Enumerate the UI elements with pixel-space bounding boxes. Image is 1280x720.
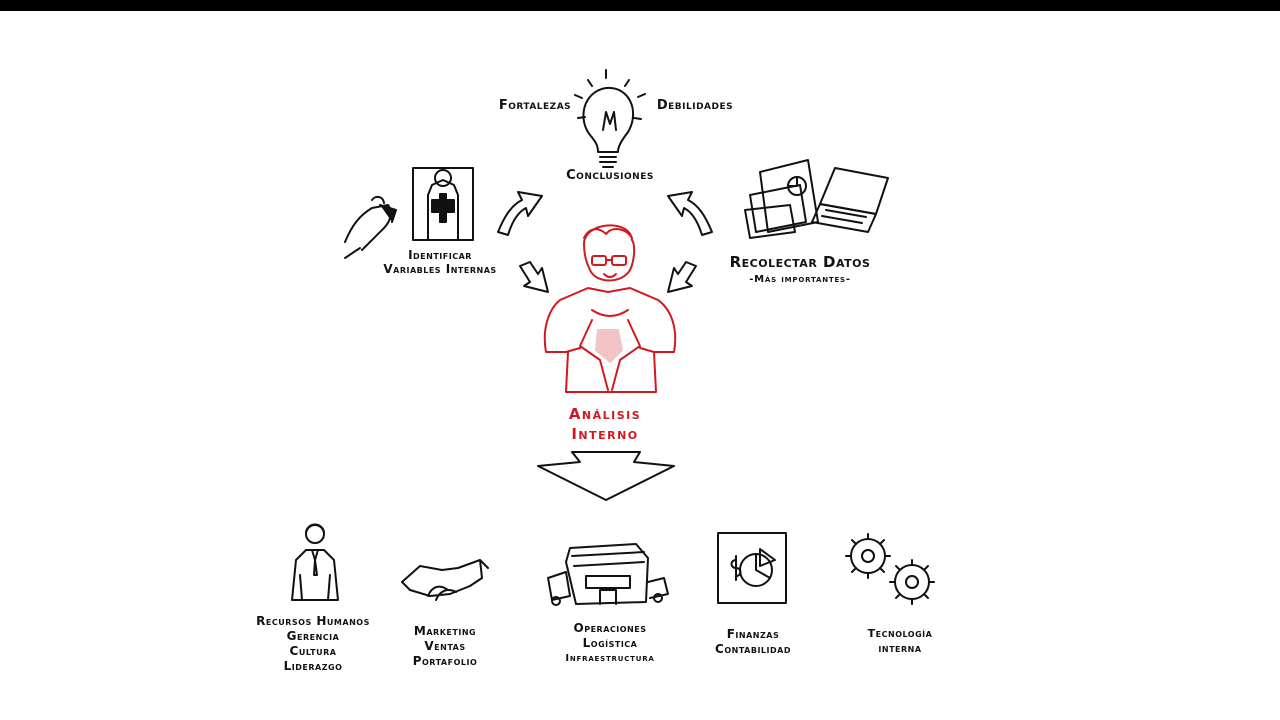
identify-line-2: Variables Internas	[383, 262, 497, 276]
category-technology: Tecnología interna	[845, 626, 955, 656]
collect-data-line-1: Recolectar Datos	[729, 253, 871, 271]
superhero-analyst-icon	[543, 224, 677, 393]
category-hr-line: Cultura	[289, 644, 337, 658]
category-marketing-line: Portafolio	[412, 654, 478, 668]
category-hr: Recursos Humanos Gerencia Cultura Lidera…	[240, 614, 386, 674]
finance-chart-icon	[717, 532, 787, 604]
category-technology-line: Tecnología	[867, 627, 933, 640]
category-hr-line: Gerencia	[286, 629, 340, 643]
lightbulb-icon	[574, 69, 646, 168]
strengths-label: Fortalezas	[498, 98, 572, 113]
category-finance-line: Finanzas	[726, 627, 780, 641]
category-operations-line: Logística	[582, 636, 638, 650]
category-marketing-line: Marketing	[413, 624, 477, 638]
gears-icon	[845, 533, 935, 605]
internal-analysis-line-2: Interno	[571, 425, 639, 443]
collect-data-label: Recolectar Datos -Más importantes-	[710, 253, 890, 289]
handshake-icon	[401, 559, 489, 601]
category-marketing: Marketing Ventas Portafolio	[390, 624, 500, 669]
top-black-bar	[0, 0, 1280, 11]
businessman-icon	[291, 523, 339, 601]
cycle-arrows	[497, 191, 713, 293]
category-operations-line: Infraestructura	[565, 653, 655, 664]
identify-line-1: Identificar	[408, 248, 472, 262]
conclusions-label: Conclusiones	[566, 168, 654, 183]
collect-data-line-2: -Más importantes-	[749, 274, 851, 285]
category-technology-line: interna	[878, 642, 922, 655]
category-operations-line: Operaciones	[573, 621, 647, 635]
puzzle-hand-icon	[344, 167, 474, 259]
documents-laptop-icon	[744, 159, 889, 239]
category-operations: Operaciones Logística Infraestructura	[545, 621, 675, 666]
category-finance-line: Contabilidad	[715, 642, 791, 656]
identify-label: Identificar Variables Internas	[360, 248, 520, 276]
down-arrow	[537, 451, 675, 501]
category-finance: Finanzas Contabilidad	[698, 627, 808, 657]
category-hr-line: Liderazgo	[283, 659, 343, 673]
category-hr-line: Recursos Humanos	[256, 614, 370, 628]
internal-analysis-line-1: Análisis	[568, 405, 642, 423]
category-marketing-line: Ventas	[424, 639, 466, 653]
internal-analysis-label: Análisis Interno	[540, 404, 670, 444]
weaknesses-label: Debilidades	[656, 98, 734, 113]
factory-icon	[547, 543, 669, 606]
